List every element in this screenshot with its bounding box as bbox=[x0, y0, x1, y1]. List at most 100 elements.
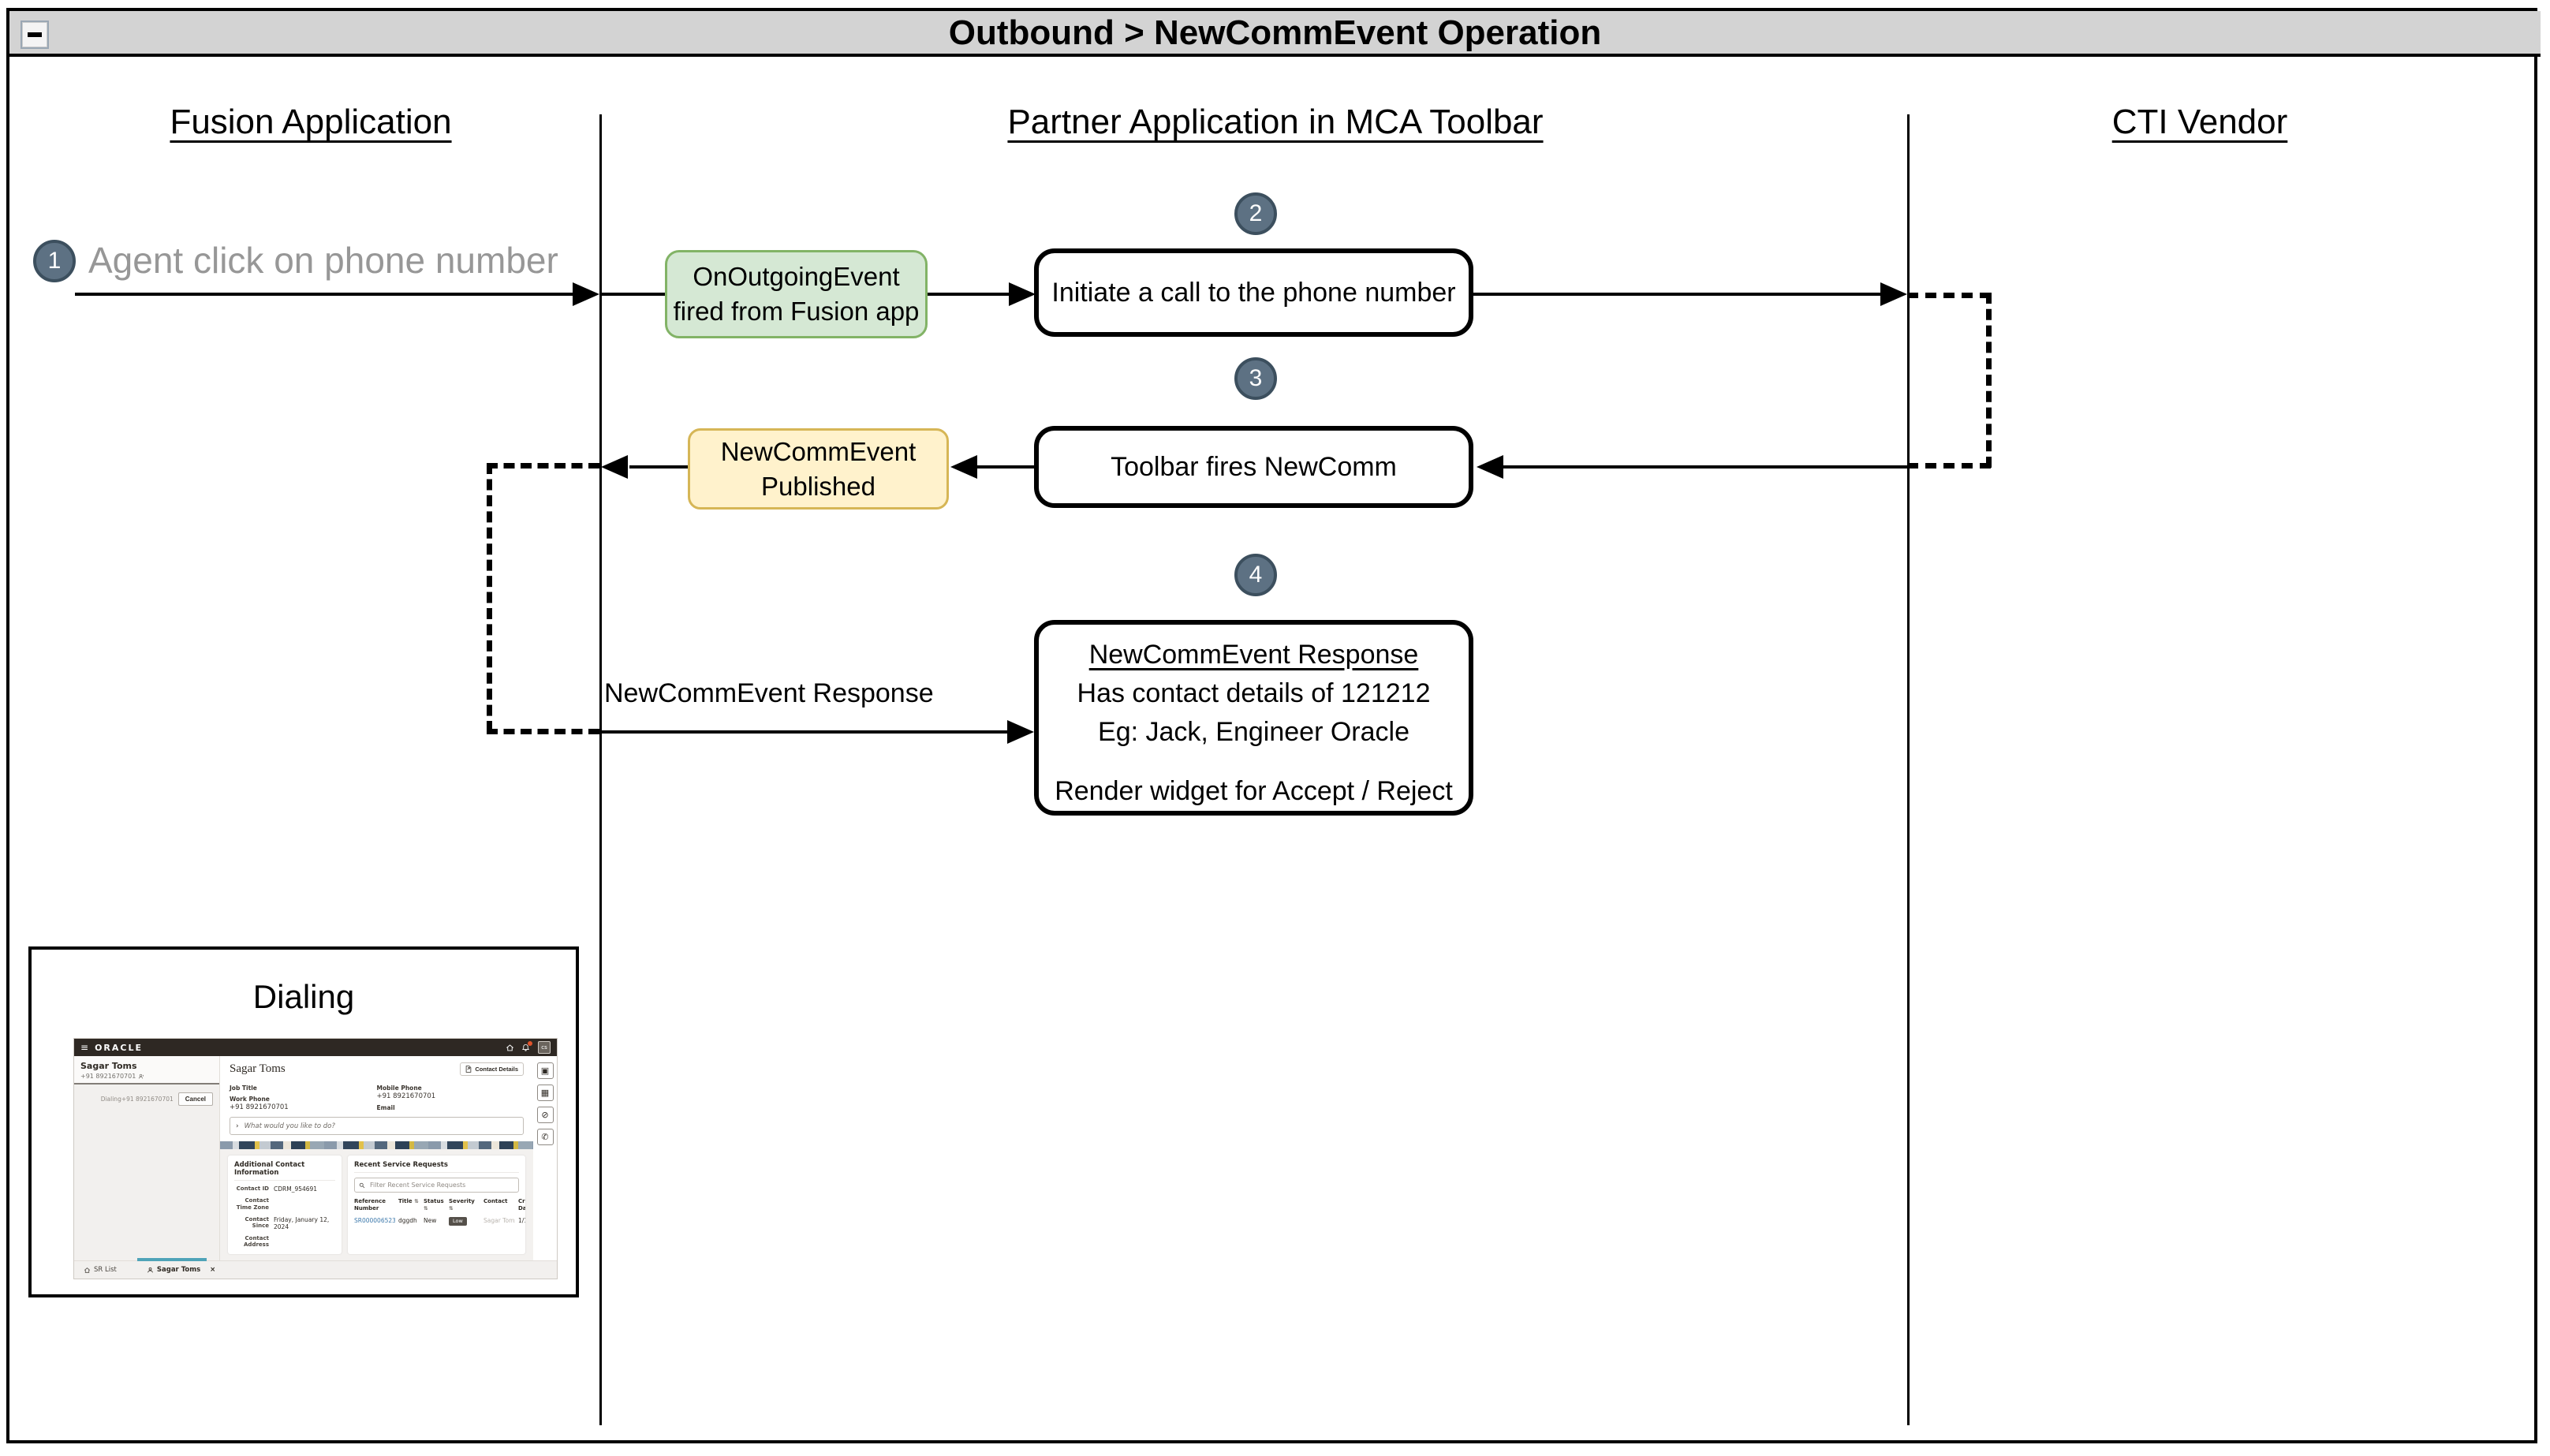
home-icon[interactable] bbox=[506, 1043, 514, 1052]
dashed-line-fusion-top bbox=[487, 463, 599, 469]
sr-status: New bbox=[424, 1216, 437, 1224]
footer-tab-bar: SR List Sagar Toms × bbox=[74, 1258, 557, 1279]
collapse-button[interactable] bbox=[21, 21, 49, 49]
call-panel-contact: Sagar Toms +91 8921670701 bbox=[74, 1056, 219, 1085]
info-row: Contact Time Zone bbox=[236, 1197, 269, 1211]
outgoing-event-line1: OnOutgoingEvent bbox=[693, 262, 900, 291]
tab-sagar-toms[interactable]: Sagar Toms × bbox=[147, 1266, 215, 1274]
hamburger-menu-icon[interactable]: ≡ bbox=[80, 1042, 89, 1053]
sort-icon[interactable]: ⇅ bbox=[424, 1204, 428, 1211]
arrow-line-cti-to-toolbar bbox=[1502, 465, 1907, 469]
toolbar-fires-box: Toolbar fires NewComm bbox=[1034, 426, 1473, 508]
sr-contact: Sagar Toms bbox=[483, 1216, 515, 1224]
response-box-title: NewCommEvent Response bbox=[1088, 640, 1419, 670]
col-status[interactable]: Status ⇅ bbox=[424, 1198, 444, 1211]
arrowhead-right-2 bbox=[1009, 282, 1036, 306]
active-tab-indicator bbox=[137, 1258, 207, 1261]
mobile-phone-value: +91 8921670701 bbox=[376, 1092, 436, 1100]
home-icon bbox=[84, 1267, 91, 1273]
step-circle-4: 4 bbox=[1234, 554, 1277, 596]
arrow-line-response bbox=[599, 730, 1009, 734]
line-to-outgoing-box bbox=[599, 293, 666, 296]
arrowhead-left-1 bbox=[1477, 455, 1503, 479]
sr-reference-link[interactable]: SR0000065235 bbox=[354, 1216, 395, 1224]
dialing-frame: Dialing ≡ ORACLE cs bbox=[28, 946, 579, 1297]
arrow-line-outgoing-to-initiate bbox=[928, 293, 1010, 296]
sr-severity: Low bbox=[449, 1216, 480, 1226]
person-star-icon bbox=[139, 1073, 144, 1079]
step-circle-2: 2 bbox=[1234, 192, 1277, 235]
contact-card-icon[interactable]: ▣ bbox=[536, 1062, 554, 1079]
close-tab-icon[interactable]: × bbox=[210, 1266, 216, 1274]
assistant-input[interactable] bbox=[242, 1121, 517, 1131]
arrow-line-initiate-to-cti bbox=[1473, 293, 1882, 296]
grid-view-icon[interactable]: ▦ bbox=[536, 1085, 554, 1101]
info-row: Contact ID CDRM_954691 bbox=[236, 1185, 318, 1193]
col-severity[interactable]: Severity ⇅ bbox=[449, 1198, 475, 1211]
diagram-title-bar: Outbound > NewCommEvent Operation bbox=[9, 11, 2541, 57]
col-title[interactable]: Title ⇅ bbox=[398, 1198, 419, 1204]
col-reference-number[interactable]: Reference Number bbox=[354, 1198, 386, 1211]
cancel-call-button[interactable]: Cancel bbox=[177, 1092, 213, 1106]
arrow-line-published-to-fusion bbox=[629, 465, 688, 469]
app-body: Sagar Toms +91 8921670701 Dialing+91 892… bbox=[74, 1056, 557, 1260]
search-icon bbox=[359, 1182, 365, 1188]
sort-icon[interactable]: ⇅ bbox=[414, 1198, 419, 1204]
lifeline-fusion-partner bbox=[599, 114, 602, 1425]
response-arrow-label: NewCommEvent Response bbox=[604, 678, 934, 708]
contact-main-area: Sagar Toms Contact Details Job Title Wor… bbox=[220, 1056, 533, 1260]
arrow-line-toolbar-to-published bbox=[977, 465, 1034, 469]
email-label: Email bbox=[376, 1104, 395, 1111]
page-title: Outbound > NewCommEvent Operation bbox=[948, 13, 1602, 52]
sort-icon[interactable]: ⇅ bbox=[449, 1204, 454, 1211]
initiate-call-box: Initiate a call to the phone number bbox=[1034, 248, 1473, 337]
additional-contact-title: Additional Contact Information bbox=[234, 1161, 335, 1181]
app-header: ≡ ORACLE cs bbox=[74, 1039, 557, 1056]
dashed-line-cti-bottom bbox=[1907, 463, 1991, 469]
arrow-line-agent-click bbox=[75, 293, 574, 296]
decorative-mosaic-strip bbox=[220, 1141, 533, 1149]
mobile-phone-label: Mobile Phone bbox=[376, 1085, 422, 1092]
filter-search-input[interactable] bbox=[368, 1181, 514, 1189]
diagram-outer-frame bbox=[6, 8, 2537, 1443]
oracle-logo: ORACLE bbox=[95, 1042, 143, 1053]
notifications-bell-icon[interactable] bbox=[521, 1040, 532, 1052]
outgoing-event-box: OnOutgoingEvent fired from Fusion app bbox=[665, 250, 928, 338]
chevron-right-icon: › bbox=[236, 1122, 239, 1130]
service-requests-table: Reference Number Title ⇅ Status ⇅ Severi… bbox=[354, 1198, 525, 1226]
service-requests-title: Recent Service Requests bbox=[354, 1161, 519, 1173]
step-circle-1: 1 bbox=[33, 240, 76, 282]
sr-creation-date: 1/12/24 bbox=[518, 1216, 525, 1224]
tab-sr-list[interactable]: SR List bbox=[84, 1266, 117, 1274]
initiate-call-label: Initiate a call to the phone number bbox=[1051, 277, 1456, 308]
contact-details-button[interactable]: Contact Details bbox=[460, 1062, 524, 1076]
call-panel-status-area: Dialing+91 8921670701 Cancel bbox=[74, 1085, 219, 1260]
oracle-app-screenshot: ≡ ORACLE cs Sagar Toms bbox=[73, 1038, 558, 1279]
response-box-line3: Render widget for Accept / Reject bbox=[1055, 776, 1453, 806]
notification-badge bbox=[528, 1040, 532, 1046]
response-box-line1: Has contact details of 121212 bbox=[1077, 678, 1431, 708]
block-icon[interactable]: ⊘ bbox=[536, 1107, 554, 1123]
lifeline-partner-cti bbox=[1907, 114, 1910, 1425]
sr-title: dggdh bbox=[398, 1216, 417, 1224]
info-row: Contact Address bbox=[244, 1234, 269, 1249]
call-panel: Sagar Toms +91 8921670701 Dialing+91 892… bbox=[74, 1056, 220, 1260]
agent-click-label: Agent click on phone number bbox=[88, 240, 558, 281]
phone-icon[interactable]: ✆ bbox=[536, 1129, 554, 1145]
call-contact-name: Sagar Toms bbox=[80, 1061, 137, 1071]
published-event-box: NewCommEvent Published bbox=[688, 428, 949, 510]
right-icon-rail: ▣ ▦ ⊘ ✆ bbox=[533, 1056, 557, 1260]
assistant-input-box: › bbox=[230, 1117, 524, 1135]
arrowhead-left-3 bbox=[601, 455, 628, 479]
work-phone-label: Work Phone bbox=[230, 1096, 270, 1103]
minus-icon bbox=[28, 32, 42, 37]
dashed-line-fusion-bottom bbox=[487, 729, 599, 734]
user-avatar[interactable]: cs bbox=[538, 1041, 551, 1054]
col-contact[interactable]: Contact bbox=[483, 1198, 508, 1204]
person-icon bbox=[147, 1267, 153, 1272]
cards-area: Additional Contact Information Contact I… bbox=[220, 1149, 533, 1260]
col-creation-date[interactable]: Creation Date bbox=[518, 1198, 525, 1211]
lane-header-cti: CTI Vendor bbox=[2111, 103, 2288, 141]
filter-search-box bbox=[354, 1178, 519, 1193]
